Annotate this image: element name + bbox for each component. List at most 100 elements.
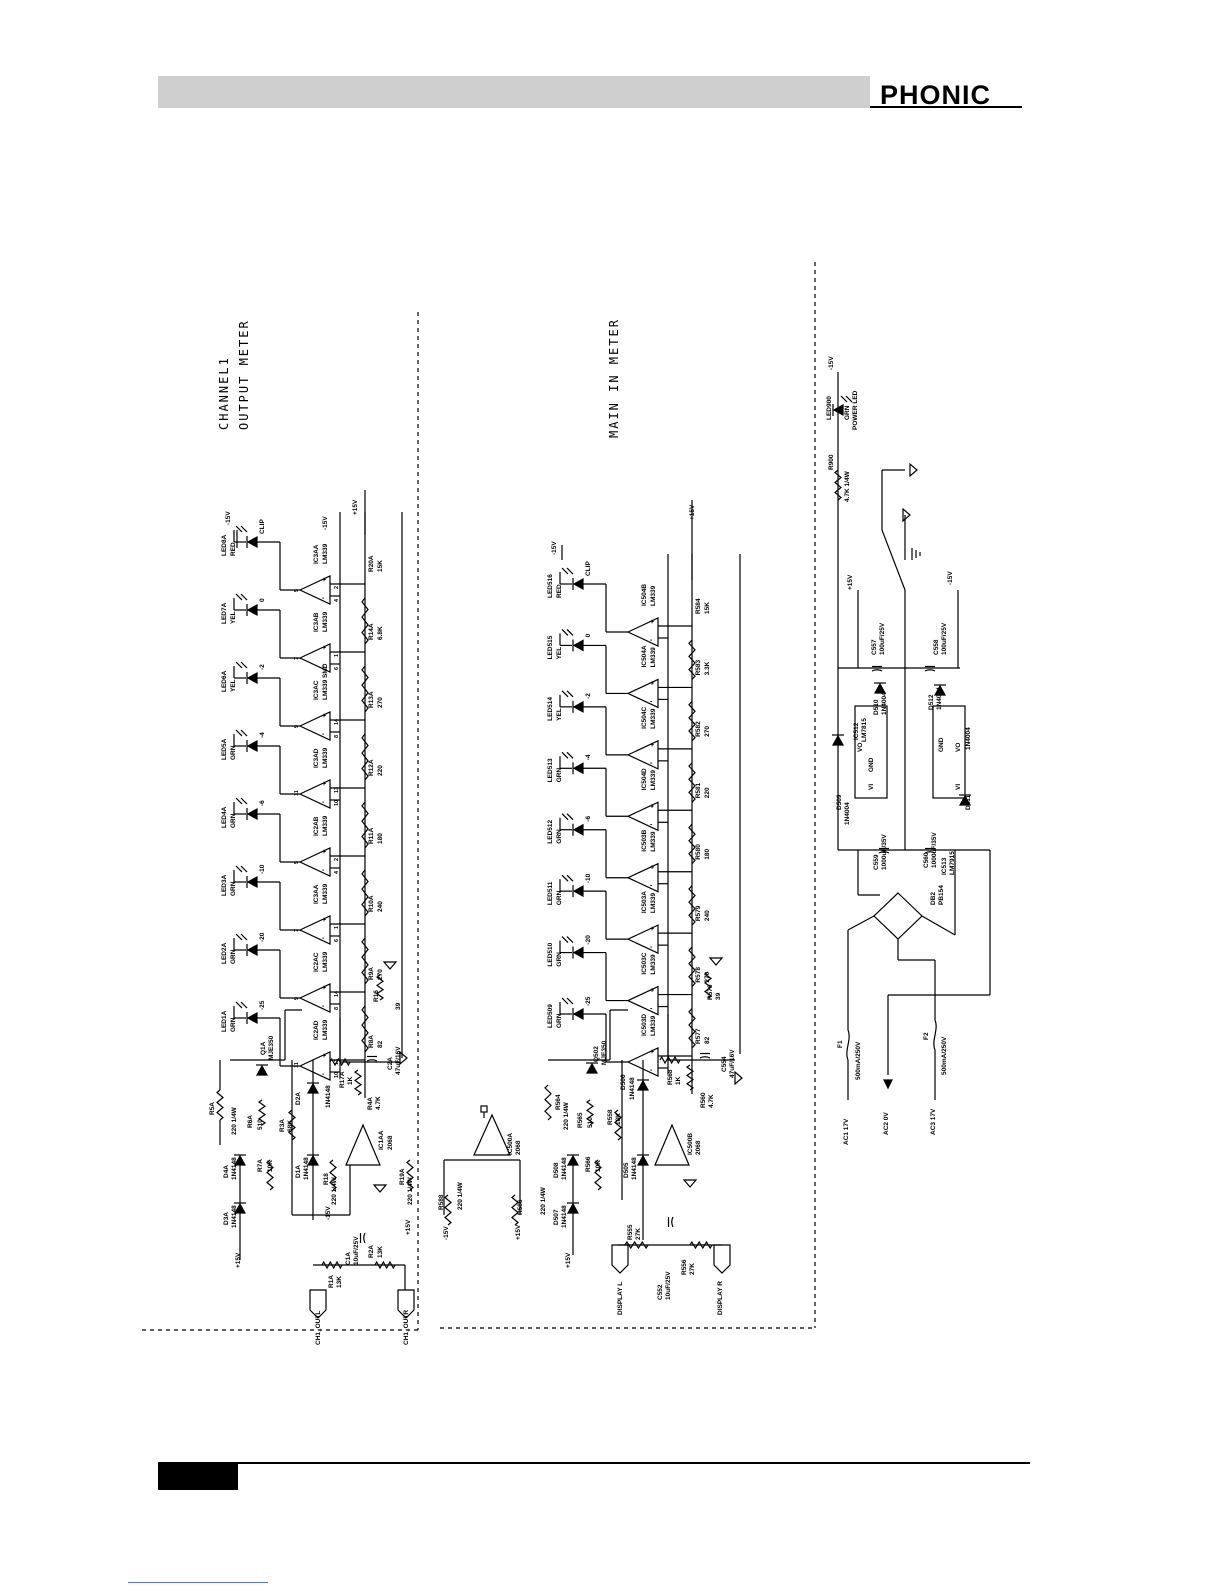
meter-level: -10 xyxy=(585,873,592,883)
ground-symbol xyxy=(682,1179,698,1188)
led-ref: LED1A xyxy=(221,1010,228,1032)
pin-number: 10 xyxy=(334,1072,340,1078)
comparator-part: LM339 xyxy=(650,1015,657,1036)
resistor-value: 270 xyxy=(377,697,384,708)
opamp-part: 2068 xyxy=(387,1135,394,1150)
resistor-R16 xyxy=(375,974,385,1001)
label: R2A xyxy=(368,1245,375,1258)
ac-input-label: AC3 17V xyxy=(930,1108,937,1135)
led-light-arrows xyxy=(240,593,248,601)
led-light-arrows xyxy=(566,874,574,882)
comparator-1 xyxy=(626,985,659,1016)
resistor-ref: R20A xyxy=(368,555,375,572)
resistor-ref: R8A xyxy=(368,1035,375,1048)
rail-label: +15V xyxy=(689,504,696,520)
comparator-part: LM339 SMD xyxy=(322,663,329,700)
led-light-arrows xyxy=(235,865,243,873)
label: 510 xyxy=(587,1117,594,1128)
label: 1N4148 xyxy=(231,1205,238,1228)
resistor-value: 3.3K xyxy=(704,661,711,675)
pin-number: 11 xyxy=(294,790,300,796)
resistor-value: 240 xyxy=(704,910,711,921)
opamp-part: 2068 xyxy=(695,1140,702,1155)
comparator-part: LM339 xyxy=(322,815,329,836)
ladder-resistor-R580 xyxy=(688,823,696,865)
transistor-q1a xyxy=(255,1064,269,1076)
led-LED4A xyxy=(246,807,258,821)
meter-level: 0 xyxy=(259,598,266,602)
page-number-block xyxy=(158,1462,238,1490)
rail-label: -15V xyxy=(225,511,232,525)
led-color: GRN xyxy=(230,949,237,964)
input-connector xyxy=(611,1244,629,1274)
led-ref: LED515 xyxy=(547,635,554,659)
comparator-2 xyxy=(298,915,331,945)
rail-label: +15V xyxy=(565,1252,572,1268)
led-LED900 xyxy=(832,403,844,417)
comparator-ref: IC2AB xyxy=(313,816,320,836)
label: C1A xyxy=(345,1252,352,1265)
label: 10uF/25V xyxy=(353,1236,360,1265)
label: D510 xyxy=(873,699,880,715)
pin-minus: - xyxy=(650,637,653,644)
resistor-value: 240 xyxy=(377,901,384,912)
label: 4.7K xyxy=(708,1094,715,1108)
label: R570 xyxy=(707,984,714,1000)
label: D1A xyxy=(295,1165,302,1178)
rail-label: +15V xyxy=(847,574,854,590)
label: R3A xyxy=(279,1119,286,1132)
transistor-part: MJE350 xyxy=(601,1040,608,1065)
comparator-7 xyxy=(298,575,331,605)
pin-minus: - xyxy=(322,799,325,806)
label: 1N4148 xyxy=(303,1157,310,1180)
resistor-value: 15K xyxy=(704,602,711,614)
label: F1 xyxy=(837,1040,844,1048)
resistor-value: 220 xyxy=(704,787,711,798)
pin-number: 2 xyxy=(334,858,340,861)
diode-D508 xyxy=(566,1154,580,1166)
resistor-R566 xyxy=(594,1159,602,1191)
ladder-resistor-R9A xyxy=(361,937,369,985)
label: 13K xyxy=(377,1246,384,1258)
led-LED514 xyxy=(572,700,584,713)
comparator-part: LM339 xyxy=(322,1019,329,1040)
label: 39 xyxy=(715,992,722,1000)
resistor-R564 xyxy=(544,1084,552,1121)
pin-minus: - xyxy=(650,760,653,767)
input-label: DISPLAY R xyxy=(717,1281,724,1315)
led-light-arrows xyxy=(240,525,248,533)
main-meter-title: MAIN IN METER xyxy=(607,318,621,438)
pin-number: 10 xyxy=(334,800,340,806)
meter-level: -10 xyxy=(259,864,266,874)
opamp-IC1AA xyxy=(345,1123,381,1166)
led-ref: LED7A xyxy=(221,602,228,624)
label: PB154 xyxy=(938,885,945,905)
ladder-resistor-R582 xyxy=(688,701,696,742)
rail-label: +15V xyxy=(515,1224,522,1240)
led-LED515 xyxy=(572,639,584,652)
led-light-arrows xyxy=(840,395,848,403)
ladder-resistor-R11A xyxy=(361,801,369,849)
led-color: GRN xyxy=(556,768,563,783)
led-LED2A xyxy=(246,943,258,957)
label: R7A xyxy=(257,1159,264,1172)
footer-link[interactable] xyxy=(128,1582,268,1583)
comparator-ref: IC2AD xyxy=(313,1020,320,1040)
led-ref: LED511 xyxy=(547,881,554,905)
resistor-ref: R581 xyxy=(695,782,702,798)
led-light-arrows xyxy=(566,997,574,1005)
label: 220 1/4W xyxy=(540,1186,547,1215)
label: 1N4004 xyxy=(844,802,851,825)
label: R586 xyxy=(517,1199,524,1215)
led-color: GRN xyxy=(556,829,563,844)
led-light-arrows xyxy=(566,690,574,698)
led-ref: LED2A xyxy=(221,942,228,964)
comparator-part: LM339 xyxy=(650,954,657,975)
label: 13K xyxy=(336,1276,343,1288)
comparator-5 xyxy=(626,739,659,770)
ladder-resistor-R13A xyxy=(361,665,369,713)
label: 10uF/25V xyxy=(665,1271,672,1300)
pin-minus: - xyxy=(322,935,325,942)
comparator-0 xyxy=(298,1051,331,1081)
transistor-part: MJE350 xyxy=(268,1035,275,1060)
